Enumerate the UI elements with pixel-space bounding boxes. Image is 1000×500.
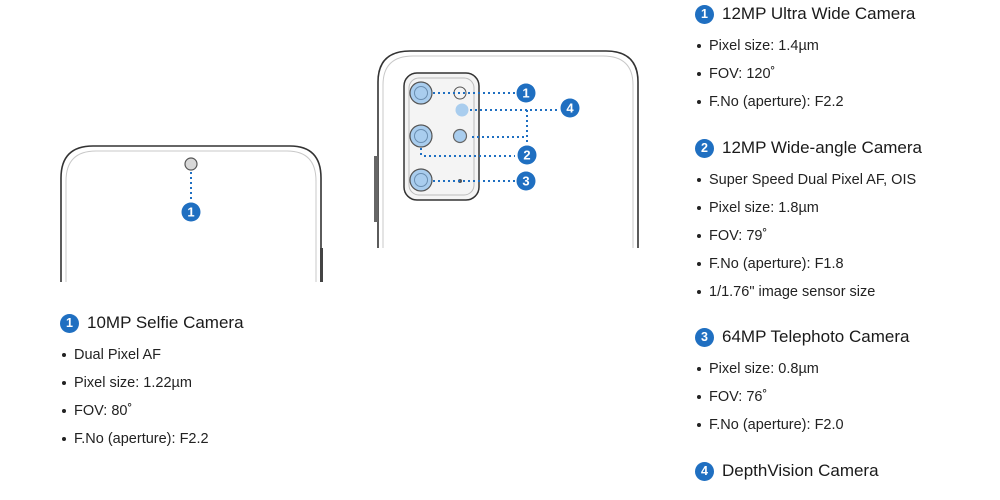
number-badge: 3 [695, 327, 714, 347]
telephoto-camera-section: 3 64MP Telephoto Camera Pixel size: 0.8µ… [695, 325, 909, 439]
bullet-icon [697, 262, 701, 266]
rear-phone-illustration: 1 4 2 3 [374, 50, 639, 248]
bullet-icon [697, 423, 701, 427]
bullet-icon [697, 234, 701, 238]
telephoto-camera-heading: 3 64MP Telephoto Camera [695, 325, 909, 349]
spec-item: FOV: 80˚ [60, 397, 244, 425]
rear-marker-4: 4 [560, 98, 580, 118]
camera-title: 10MP Selfie Camera [87, 313, 244, 332]
bullet-icon [697, 206, 701, 210]
spec-item: F.No (aperture): F1.8 [695, 250, 922, 278]
depth-sensor [455, 103, 469, 117]
depthvision-camera-heading: 4 DepthVision Camera [695, 459, 879, 483]
spec-list: Pixel size: 1.4µm FOV: 120˚ F.No (apertu… [695, 32, 915, 116]
ultra-wide-lens [409, 81, 433, 105]
svg-text:2: 2 [523, 148, 530, 163]
selfie-camera-section: 1 10MP Selfie Camera Dual Pixel AF Pixel… [60, 311, 244, 453]
selfie-camera-lens [184, 157, 198, 171]
wide-angle-lens [409, 124, 433, 148]
spec-item: F.No (aperture): F2.0 [695, 411, 909, 439]
bullet-icon [697, 100, 701, 104]
side-button [374, 156, 378, 222]
rear-marker-1: 1 [516, 83, 536, 103]
spec-list: Dual Pixel AF Pixel size: 1.22µm FOV: 80… [60, 341, 244, 453]
bullet-icon [697, 290, 701, 294]
bullet-icon [697, 178, 701, 182]
spec-list: Super Speed Dual Pixel AF, OIS Pixel siz… [695, 166, 922, 306]
front-phone-illustration: 1 [60, 145, 323, 282]
bullet-icon [62, 409, 66, 413]
bullet-icon [697, 44, 701, 48]
spec-item: FOV: 79˚ [695, 222, 922, 250]
spec-item: F.No (aperture): F2.2 [695, 88, 915, 116]
depthvision-lens [452, 128, 468, 144]
spec-item: F.No (aperture): F2.2 [60, 425, 244, 453]
spec-item: Pixel size: 1.4µm [695, 32, 915, 60]
bullet-icon [697, 395, 701, 399]
rear-marker-3: 3 [516, 171, 536, 191]
number-badge: 2 [695, 138, 714, 158]
leader-lines [420, 92, 558, 182]
spec-item: FOV: 76˚ [695, 383, 909, 411]
spec-item: 1/1.76" image sensor size [695, 278, 922, 306]
number-badge: 1 [60, 313, 79, 333]
camera-title: 64MP Telephoto Camera [722, 327, 910, 346]
selfie-camera-heading: 1 10MP Selfie Camera [60, 311, 244, 335]
number-badge: 1 [695, 4, 714, 24]
svg-text:4: 4 [566, 101, 574, 116]
svg-text:1: 1 [522, 86, 529, 101]
wide-angle-camera-heading: 2 12MP Wide-angle Camera [695, 136, 922, 160]
number-badge: 4 [695, 461, 714, 481]
spec-list: Pixel size: 0.8µm FOV: 76˚ F.No (apertur… [695, 355, 909, 439]
bullet-icon [62, 381, 66, 385]
camera-title: DepthVision Camera [722, 461, 879, 480]
bullet-icon [697, 367, 701, 371]
spec-item: Pixel size: 1.8µm [695, 194, 922, 222]
bullet-icon [62, 437, 66, 441]
bullet-icon [697, 72, 701, 76]
spec-item: Super Speed Dual Pixel AF, OIS [695, 166, 922, 194]
spec-item: Pixel size: 0.8µm [695, 355, 909, 383]
rear-marker-2: 2 [517, 145, 537, 165]
depthvision-camera-section: 4 DepthVision Camera [695, 459, 879, 483]
ultra-wide-camera-section: 1 12MP Ultra Wide Camera Pixel size: 1.4… [695, 2, 915, 116]
side-button [320, 248, 323, 282]
svg-text:1: 1 [187, 205, 194, 220]
bullet-icon [62, 353, 66, 357]
spec-item: Dual Pixel AF [60, 341, 244, 369]
camera-title: 12MP Wide-angle Camera [722, 138, 922, 157]
svg-text:3: 3 [522, 174, 529, 189]
front-marker-1: 1 [181, 202, 201, 222]
camera-title: 12MP Ultra Wide Camera [722, 4, 916, 23]
ultra-wide-camera-heading: 1 12MP Ultra Wide Camera [695, 2, 915, 26]
spec-item: Pixel size: 1.22µm [60, 369, 244, 397]
wide-angle-camera-section: 2 12MP Wide-angle Camera Super Speed Dua… [695, 136, 922, 306]
spec-item: FOV: 120˚ [695, 60, 915, 88]
telephoto-lens [409, 168, 433, 192]
